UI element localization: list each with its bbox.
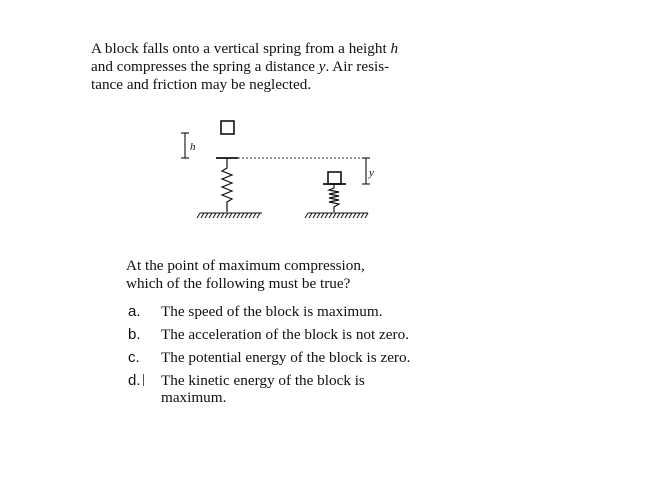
compression-variable: y — [318, 58, 326, 75]
choice-d-letter: d. — [128, 372, 141, 389]
right-ground — [304, 212, 369, 219]
question-line-1: At the point of maximum compression, — [126, 257, 365, 274]
compression-dimension-marker — [362, 157, 370, 185]
choice-d-letter-wrap: d. — [128, 372, 144, 390]
choice-c-text: The potential energy of the block is zer… — [161, 349, 411, 366]
problem-line-2: and compresses the spring a distance y. … — [91, 58, 390, 75]
falling-block — [220, 120, 235, 135]
height-dimension-marker — [181, 132, 189, 159]
height-label: h — [190, 141, 196, 153]
compressed-spring — [326, 184, 341, 212]
choice-a-letter: a. — [128, 303, 141, 320]
compression-label: y — [368, 167, 374, 179]
choice-d-text-line-1: The kinetic energy of the block is — [161, 372, 365, 389]
problem-statement: A block falls onto a vertical spring fro… — [91, 40, 491, 94]
left-ground — [196, 212, 262, 219]
choice-b-letter: b. — [128, 326, 141, 343]
choice-d-text: The kinetic energy of the block is maxim… — [161, 372, 365, 406]
height-variable: h — [390, 40, 399, 57]
choice-a-text: The speed of the block is maximum. — [161, 303, 383, 320]
uncompressed-spring — [220, 158, 234, 212]
question-line-2: which of the following must be true? — [126, 275, 351, 292]
question-prompt: At the point of maximum compression, whi… — [126, 257, 365, 293]
choice-c-letter: c. — [128, 349, 140, 366]
compressed-block — [327, 171, 342, 185]
choice-d-text-line-2: maximum. — [161, 389, 227, 406]
text-cursor-mark — [142, 374, 144, 386]
problem-line-3: tance and friction may be neglected. — [91, 76, 312, 93]
choice-b-text: The acceleration of the block is not zer… — [161, 326, 409, 343]
problem-line-1: A block falls onto a vertical spring fro… — [91, 40, 399, 57]
